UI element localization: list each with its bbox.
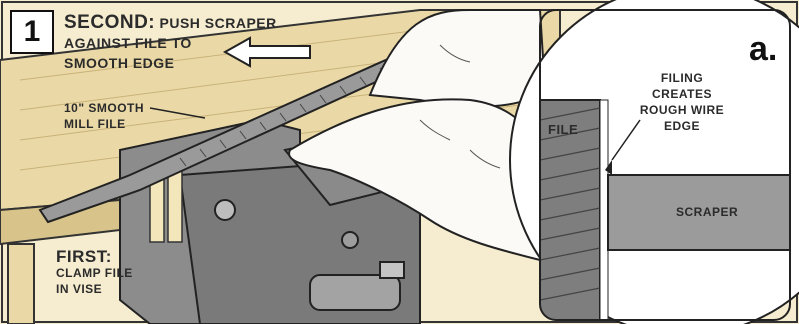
file-callout: 10" SMOOTH MILL FILE: [64, 100, 144, 132]
filing-line-2: CREATES: [612, 86, 752, 102]
vise-nut: [342, 232, 358, 248]
step-number-badge: 1: [10, 10, 54, 54]
inset-file-label: FILE: [548, 122, 578, 137]
second-line-1: PUSH SCRAPER: [160, 15, 277, 31]
file-line-2: MILL FILE: [64, 116, 144, 132]
vise-bolt: [215, 200, 235, 220]
second-step-callout: SECOND: PUSH SCRAPER AGAINST FILE TO SMO…: [64, 13, 277, 73]
filing-line-1: FILING: [612, 70, 752, 86]
second-line-2: AGAINST FILE TO: [64, 33, 277, 53]
file-line-1: 10" SMOOTH: [64, 100, 144, 116]
first-step-callout: FIRST: CLAMP FILE IN VISE: [56, 249, 133, 297]
filing-line-4: EDGE: [612, 118, 752, 134]
filing-callout: FILING CREATES ROUGH WIRE EDGE: [612, 70, 752, 134]
filing-line-3: ROUGH WIRE: [612, 102, 752, 118]
second-line-3: SMOOTH EDGE: [64, 53, 277, 73]
inset-file-edge: [600, 100, 608, 324]
vise-screw: [310, 275, 400, 310]
inset-scraper-label: SCRAPER: [676, 205, 738, 219]
first-line-1: CLAMP FILE: [56, 265, 133, 281]
second-heading: SECOND:: [64, 12, 155, 33]
first-line-2: IN VISE: [56, 281, 133, 297]
inset-letter: a.: [749, 30, 777, 69]
vise-handle-knob: [380, 262, 404, 278]
workbench-leg: [8, 244, 34, 324]
first-heading: FIRST:: [56, 249, 133, 265]
vise-pad-right: [168, 168, 182, 242]
step-number: 1: [24, 15, 41, 49]
